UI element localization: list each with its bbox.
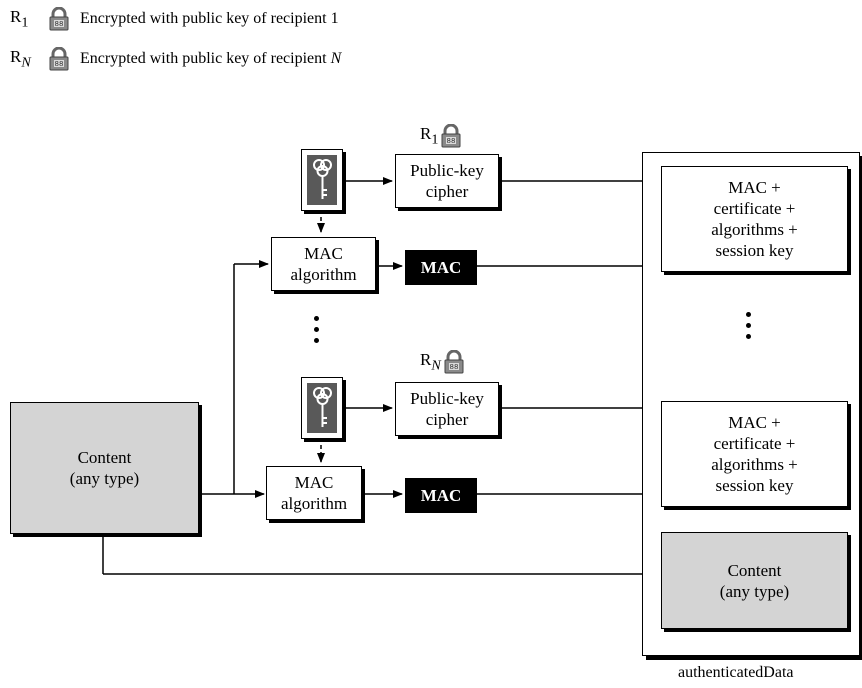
legend-recipient-label: R1 [10, 6, 29, 31]
session-key-box [301, 149, 343, 211]
legend-text: Encrypted with public key of recipient 1 [80, 10, 339, 27]
recipient-info-box: MAC +certificate +algorithms +session ke… [661, 166, 848, 272]
legend-text: Encrypted with public key of recipient N [80, 50, 342, 67]
svg-text:88: 88 [55, 20, 64, 28]
mac-output-box: MAC [405, 250, 477, 285]
padlock-icon: 88 [441, 124, 461, 148]
legend-recipient-label: RN [10, 46, 31, 71]
container-caption: authenticatedData [678, 664, 794, 681]
svg-text:88: 88 [55, 60, 64, 68]
svg-text:88: 88 [447, 137, 456, 145]
session-key-box [301, 377, 343, 439]
ellipsis-vertical-right [746, 312, 751, 339]
padlock-icon: 88 [49, 47, 69, 71]
padlock-icon: 88 [49, 7, 69, 31]
legend-row-recipient-n: RN 88 Encrypted with public key of recip… [10, 46, 341, 72]
legend-row-recipient-1: R1 88 Encrypted with public key of recip… [10, 6, 339, 32]
recipient-tag-1: R1 88 [420, 124, 462, 148]
content-output-box: Content(any type) [661, 532, 848, 629]
key-icon [313, 387, 332, 427]
padlock-icon: 88 [444, 350, 464, 374]
svg-text:88: 88 [449, 363, 458, 371]
ellipsis-vertical-left [314, 316, 319, 343]
recipient-info-box: MAC +certificate +algorithms +session ke… [661, 401, 848, 507]
recipient-tag-n: RN 88 [420, 350, 465, 374]
content-source-box: Content(any type) [10, 402, 199, 534]
key-icon [313, 159, 332, 199]
mac-output-box: MAC [405, 478, 477, 513]
